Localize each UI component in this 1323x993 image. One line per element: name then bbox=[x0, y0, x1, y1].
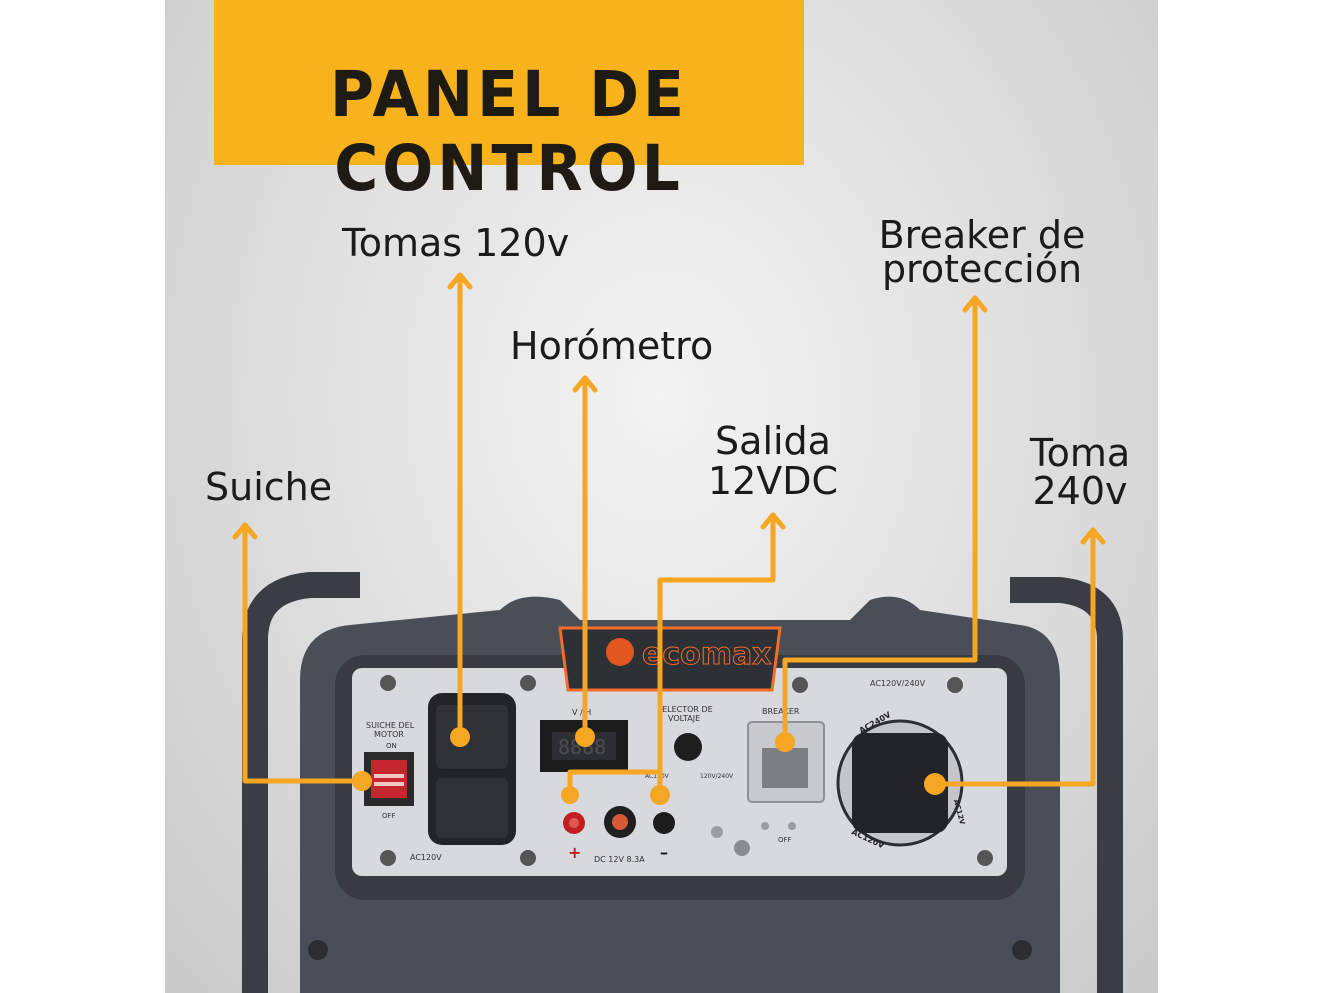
screw-icon bbox=[380, 850, 396, 866]
callout-dot-toma240 bbox=[924, 773, 946, 795]
callout-label-salida: Salida 12VDC bbox=[703, 419, 843, 503]
callout-label-salida-line1: Salida bbox=[715, 419, 831, 463]
callout-label-toma240: Toma 240v bbox=[1015, 431, 1145, 513]
callout-dot-salida-neg bbox=[650, 785, 670, 805]
selector-label-1: SELECTOR DE bbox=[657, 705, 713, 714]
callout-label-tomas120: Tomas 120v bbox=[342, 221, 570, 265]
callout-dot-salida-pos bbox=[561, 786, 579, 804]
callout-line-suiche bbox=[242, 522, 365, 784]
selector-label-2: VOLTAJE bbox=[668, 714, 700, 723]
callout-label-breaker-line2: protección bbox=[881, 247, 1083, 291]
callout-label-toma240-line2: 240v bbox=[1032, 469, 1128, 513]
arrow-head-toma240 bbox=[1080, 527, 1106, 545]
screw-icon bbox=[380, 675, 396, 691]
dc-minus-sign: – bbox=[660, 843, 668, 862]
callout-line-salida bbox=[657, 512, 776, 798]
engine-switch bbox=[371, 760, 407, 798]
callout-label-toma240-line1: Toma bbox=[1029, 431, 1131, 475]
callout-label-suiche: Suiche bbox=[205, 465, 333, 509]
callout-label-salida-line2: 12VDC bbox=[707, 459, 839, 503]
arrow-head-suiche bbox=[232, 522, 258, 540]
ac120-240-label: AC120V/240V bbox=[870, 679, 926, 688]
title-banner: PANEL DE CONTROL bbox=[214, 0, 804, 206]
page-title: PANEL DE CONTROL bbox=[329, 58, 688, 206]
breaker-switch bbox=[762, 748, 808, 788]
ac120v-label: AC120V bbox=[410, 853, 442, 862]
callout-dot-tomas120 bbox=[450, 727, 470, 747]
frame-bar-right bbox=[1010, 577, 1123, 993]
screw-icon bbox=[520, 675, 536, 691]
callout-line-breaker bbox=[782, 295, 978, 745]
switch-on-label: ON bbox=[386, 742, 397, 750]
screw-icon bbox=[792, 677, 808, 693]
callout-dot-suiche bbox=[352, 771, 372, 791]
voltage-selector-knob bbox=[674, 733, 702, 761]
logo-mark-icon bbox=[606, 638, 634, 666]
dc-rating-label: DC 12V 8.3A bbox=[594, 855, 645, 864]
callout-label-horometro: Horómetro bbox=[510, 324, 714, 368]
dc-negative-terminal bbox=[653, 812, 675, 834]
screw-icon bbox=[977, 850, 993, 866]
callout-dot-breaker bbox=[775, 732, 795, 752]
arrow-head-breaker bbox=[962, 295, 988, 313]
screw-icon bbox=[947, 677, 963, 693]
arrow-head-horometro bbox=[572, 375, 598, 393]
screw-icon bbox=[520, 850, 536, 866]
ground-terminal-icon bbox=[734, 840, 750, 856]
callout-line-toma240 bbox=[932, 527, 1096, 787]
suiche-motor-label-2: MOTOR bbox=[374, 730, 404, 739]
vh-label: V / H bbox=[572, 708, 591, 717]
breaker-label: BREAKER bbox=[762, 707, 800, 716]
selector-120-240-label: 120V/240V bbox=[700, 773, 734, 780]
breaker-off-label: OFF bbox=[778, 836, 792, 844]
callout-label-breaker-line1: Breaker de bbox=[878, 213, 1086, 257]
dc-plus-sign: + bbox=[568, 843, 581, 862]
switch-off-label: OFF bbox=[382, 812, 396, 820]
outlet-240v-cover bbox=[852, 733, 948, 833]
screw-icon bbox=[308, 940, 328, 960]
suiche-motor-label-1: SUICHE DEL bbox=[366, 721, 415, 730]
frame-bar-left bbox=[242, 572, 360, 993]
arrow-head-tomas120 bbox=[447, 272, 473, 290]
arrow-head-salida bbox=[760, 512, 786, 530]
screw-icon bbox=[1012, 940, 1032, 960]
selector-ac120v-label: AC120V bbox=[645, 773, 670, 780]
callout-dot-horometro bbox=[575, 727, 595, 747]
logo-text: ecomax bbox=[642, 637, 772, 672]
callout-label-breaker: Breaker de protección bbox=[867, 213, 1097, 291]
